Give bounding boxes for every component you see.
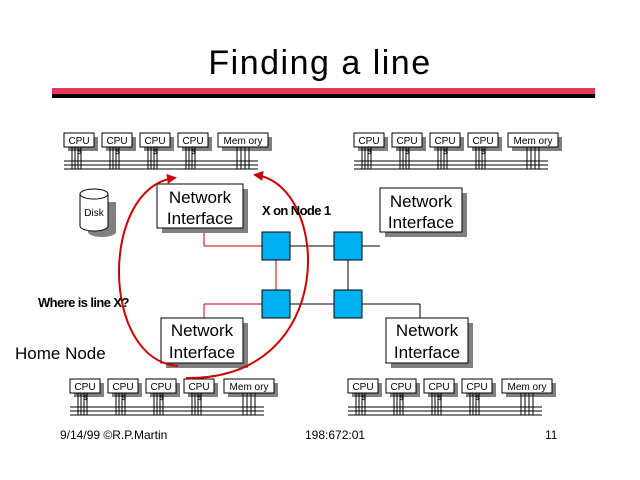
disk-label: Disk [84, 208, 104, 219]
svg-text:$: $ [362, 395, 366, 402]
cpu-box [101, 132, 133, 148]
slide-title: Finding a line [208, 44, 431, 82]
memory-box [507, 132, 559, 148]
disk-icon: Disk [79, 188, 116, 237]
cpu-box [353, 132, 385, 148]
cpu-box [467, 132, 499, 148]
svg-text:$: $ [438, 395, 442, 402]
cpu-label: CPU [112, 382, 133, 393]
cpu-box [139, 132, 171, 148]
switches [261, 231, 363, 319]
network-interface-label-line2: Interface [167, 209, 233, 228]
svg-text:$: $ [122, 395, 126, 402]
cpu-label: CPU [352, 382, 373, 393]
cpu-label: CPU [74, 382, 95, 393]
memory-label: Mem ory [508, 382, 547, 393]
svg-text:$: $ [406, 149, 410, 156]
memory-label: Mem ory [514, 136, 553, 147]
memory-box [223, 378, 275, 394]
cpu-box [423, 378, 455, 394]
cpu-box [461, 378, 493, 394]
request-arrow-right [185, 171, 310, 380]
svg-text:$: $ [84, 395, 88, 402]
x-on-node-label: X on Node 1 [262, 203, 331, 218]
where-is-line-label: Where is line X? [38, 295, 129, 310]
footer-left: 9/14/99 ©R.P.Martin [60, 428, 167, 442]
switch-top-right [333, 231, 363, 261]
cpu-box [107, 378, 139, 394]
compute-node-bottom-left: CPU $ CPU $ CPU $ CPU $ Mem ory [69, 378, 278, 416]
network-interface-label-line1: Network [396, 321, 459, 340]
request-arrow-left [118, 173, 179, 367]
cpu-label: CPU [466, 382, 487, 393]
switch-bottom-left [261, 289, 291, 319]
title-rule [52, 88, 595, 94]
network-interface-bottom-left: Network Interface [160, 317, 248, 368]
compute-node-bottom-right: CPU $ CPU $ CPU $ CPU $ Mem ory [347, 378, 556, 416]
network-interface-label-line1: Network [390, 192, 453, 211]
network-interface-label-line2: Interface [394, 343, 460, 362]
footer-center: 198:672:01 [305, 428, 365, 442]
cpu-label: CPU [188, 382, 209, 393]
cpu-box [385, 378, 417, 394]
network-interface-label-line1: Network [169, 188, 232, 207]
page-number: 11 [545, 428, 558, 442]
switch-bottom-right [333, 289, 363, 319]
network-interface-label-line2: Interface [388, 213, 454, 232]
cpu-box [183, 378, 215, 394]
network-interface-bottom-right: Network Interface [385, 317, 473, 368]
svg-text:$: $ [482, 149, 486, 156]
switch-top-left [261, 231, 291, 261]
svg-text:$: $ [116, 149, 120, 156]
svg-text:$: $ [198, 395, 202, 402]
network-interface-label-line2: Interface [169, 343, 235, 362]
network-interface-label-line1: Network [171, 321, 234, 340]
home-node-label: Home Node [15, 344, 106, 363]
svg-text:$: $ [154, 149, 158, 156]
network-interface-top-right: Network Interface [379, 187, 467, 237]
cpu-box [69, 378, 101, 394]
svg-text:$: $ [368, 149, 372, 156]
cpu-box [145, 378, 177, 394]
cpu-box [177, 132, 209, 148]
cpu-box [63, 132, 95, 148]
cpu-label: CPU [182, 136, 203, 147]
cpu-label: CPU [68, 136, 89, 147]
svg-text:$: $ [476, 395, 480, 402]
memory-label: Mem ory [230, 382, 269, 393]
cpu-label: CPU [434, 136, 455, 147]
compute-node-top-left: CPU $ CPU $ CPU $ CPU $ Mem ory [63, 132, 272, 170]
cpu-box [429, 132, 461, 148]
cpu-label: CPU [106, 136, 127, 147]
svg-text:$: $ [400, 395, 404, 402]
cpu-label: CPU [396, 136, 417, 147]
network-interface-top-left: Network Interface [156, 183, 248, 233]
memory-box [501, 378, 553, 394]
svg-text:$: $ [160, 395, 164, 402]
cpu-label: CPU [358, 136, 379, 147]
memory-box [217, 132, 269, 148]
svg-text:$: $ [444, 149, 448, 156]
memory-label: Mem ory [224, 136, 263, 147]
cpu-label: CPU [144, 136, 165, 147]
title-rule-dark [52, 94, 595, 98]
cpu-label: CPU [390, 382, 411, 393]
cpu-box [391, 132, 423, 148]
svg-text:$: $ [192, 149, 196, 156]
compute-node-top-right: CPU $ CPU $ CPU $ CPU $ Mem ory [353, 132, 562, 170]
cpu-label: CPU [150, 382, 171, 393]
svg-text:$: $ [78, 149, 82, 156]
cpu-label: CPU [428, 382, 449, 393]
cpu-box [347, 378, 379, 394]
cpu-label: CPU [472, 136, 493, 147]
